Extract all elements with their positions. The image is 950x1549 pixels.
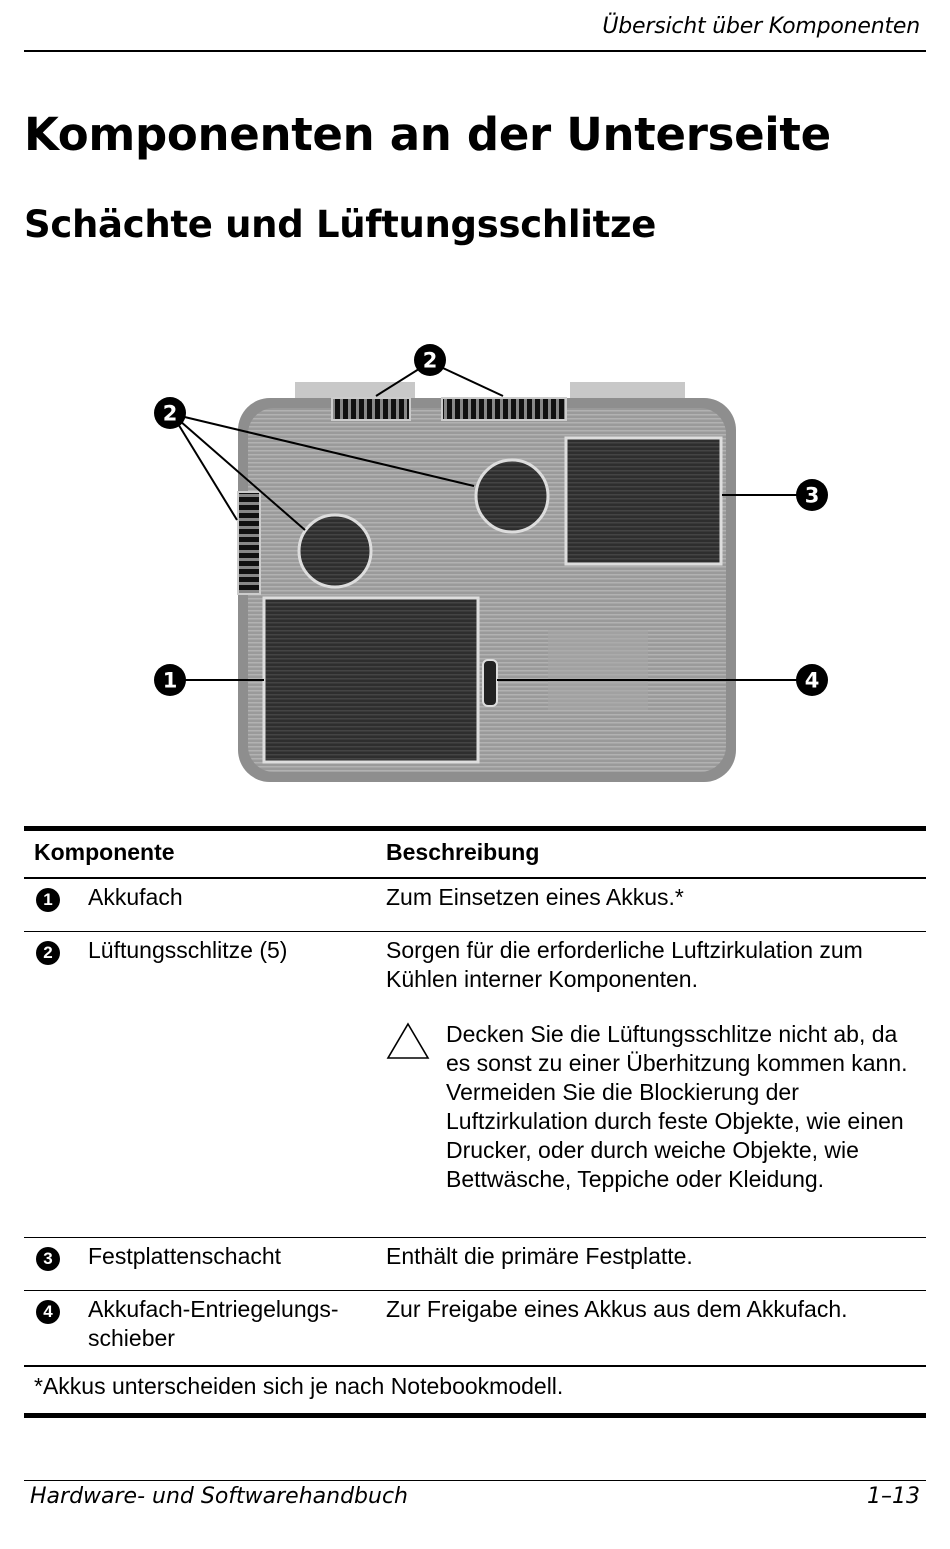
component-description: Sorgen für die erforderliche Luftzirkula…	[386, 937, 863, 992]
column-header-component: Komponente	[34, 839, 175, 865]
row-number: 3	[36, 1247, 60, 1271]
callout-4: 4	[796, 664, 828, 696]
callout-leaders	[171, 361, 812, 681]
notebook-bottom-illustration: 2 2 3 1 4	[154, 344, 828, 782]
callout-2-top: 2	[414, 344, 446, 376]
running-header: Übersicht über Komponenten	[602, 14, 920, 39]
component-name: Akkufach	[88, 884, 183, 910]
vent-side	[237, 491, 261, 595]
vent-round-upper	[474, 458, 550, 534]
svg-text:1: 1	[163, 669, 178, 693]
callout-1: 1	[154, 664, 186, 696]
svg-text:2: 2	[423, 349, 438, 373]
row-number: 1	[36, 888, 60, 912]
table-row: 4 Akkufach-Entriegelungs-schieber Zur Fr…	[24, 1291, 926, 1365]
callout-2-left: 2	[154, 397, 186, 429]
header-rule	[24, 50, 926, 52]
table-footnote: *Akkus unterscheiden sich je nach Notebo…	[24, 1367, 926, 1413]
column-header-description: Beschreibung	[386, 839, 540, 865]
component-description: Enthält die primäre Festplatte.	[386, 1243, 693, 1269]
component-name: Lüftungsschlitze (5)	[88, 937, 288, 963]
table-row: 3 Festplattenschacht Enthält die primäre…	[24, 1238, 926, 1290]
component-description: Zur Freigabe eines Akkus aus dem Akkufac…	[386, 1296, 848, 1322]
hard-drive-bay	[564, 436, 723, 566]
row-number: 2	[36, 941, 60, 965]
component-description: Zum Einsetzen eines Akkus.*	[386, 884, 684, 910]
vent-round-lower	[297, 513, 373, 589]
table-row: 1 Akkufach Zum Einsetzen eines Akkus.*	[24, 879, 926, 931]
section-title: Schächte und Lüftungsschlitze	[24, 203, 657, 246]
table-row: 2 Lüftungsschlitze (5) Sorgen für die er…	[24, 932, 926, 1237]
page-title: Komponenten an der Unterseite	[24, 108, 831, 161]
vent-top-left	[331, 397, 411, 421]
component-name: Akkufach-Entriegelungs-schieber	[88, 1296, 339, 1351]
component-name: Festplattenschacht	[88, 1243, 282, 1269]
footnote-text: *Akkus unterscheiden sich je nach Notebo…	[34, 1373, 564, 1399]
footer-book-title: Hardware- und Softwarehandbuch	[30, 1484, 408, 1509]
caution-text: Decken Sie die Lüftungsschlitze nicht ab…	[446, 1021, 908, 1192]
vent-top-right	[441, 397, 567, 421]
row-number: 4	[36, 1300, 60, 1324]
svg-text:2: 2	[163, 402, 178, 426]
footer-page-number: 1–13	[867, 1484, 920, 1509]
warning-triangle-icon	[386, 1022, 430, 1059]
table-header: Komponente Beschreibung	[24, 831, 926, 877]
component-table: Komponente Beschreibung 1 Akkufach Zum E…	[24, 826, 926, 1418]
battery-release-latch	[482, 659, 498, 707]
svg-text:3: 3	[805, 484, 820, 508]
footer-rule	[24, 1480, 926, 1481]
callout-3: 3	[796, 479, 828, 511]
svg-text:4: 4	[805, 669, 820, 693]
battery-bay	[262, 596, 480, 764]
